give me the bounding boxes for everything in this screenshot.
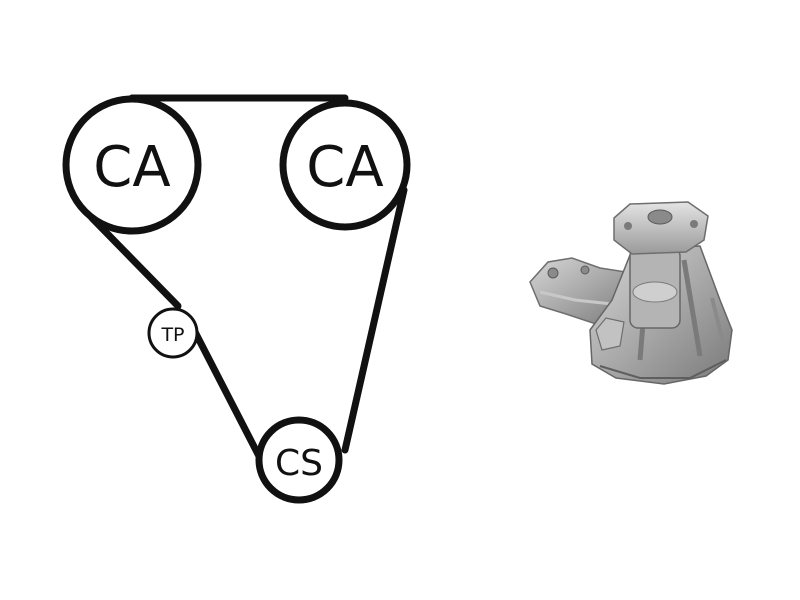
belt-segment-right (341, 186, 408, 454)
water-pump-icon (529, 201, 733, 385)
tensioner-pulley-circle (147, 307, 199, 359)
flange-bolt-hole-1 (547, 267, 559, 279)
camshaft-pulley-right-circle (279, 99, 411, 231)
crankshaft-pulley: CS (255, 416, 343, 504)
camshaft-pulley-left: CA (62, 95, 202, 235)
hub-bolt-hole-2 (690, 220, 698, 228)
flange-bolt-hole-2 (580, 265, 590, 275)
flange-ridge (539, 290, 613, 306)
pump-outlet (595, 317, 625, 351)
camshaft-pulley-left-label: CA (93, 135, 170, 200)
hub-bolt-hole-1 (624, 222, 632, 230)
tensioner-pulley-label: TP (160, 324, 184, 346)
crankshaft-pulley-circle (255, 416, 343, 504)
crankshaft-pulley-label: CS (275, 443, 323, 484)
timing-belt (88, 94, 408, 466)
pump-rib-3 (710, 297, 726, 347)
camshaft-pulley-right-label: CA (306, 135, 383, 200)
hub-center (647, 209, 673, 225)
timing-belt-diagram: CA CA TP CS (62, 94, 411, 504)
camshaft-pulley-left-circle (62, 95, 202, 235)
pump-base-shadow (599, 359, 727, 379)
belt-segment-left-upper (88, 214, 182, 310)
tensioner-pulley: TP (147, 307, 199, 359)
pump-boss-lower (632, 281, 678, 303)
pump-rib-2 (681, 259, 703, 357)
pump-hub-flange (613, 201, 709, 255)
belt-segment-left-lower (190, 326, 266, 466)
camshaft-pulley-right: CA (279, 99, 411, 231)
